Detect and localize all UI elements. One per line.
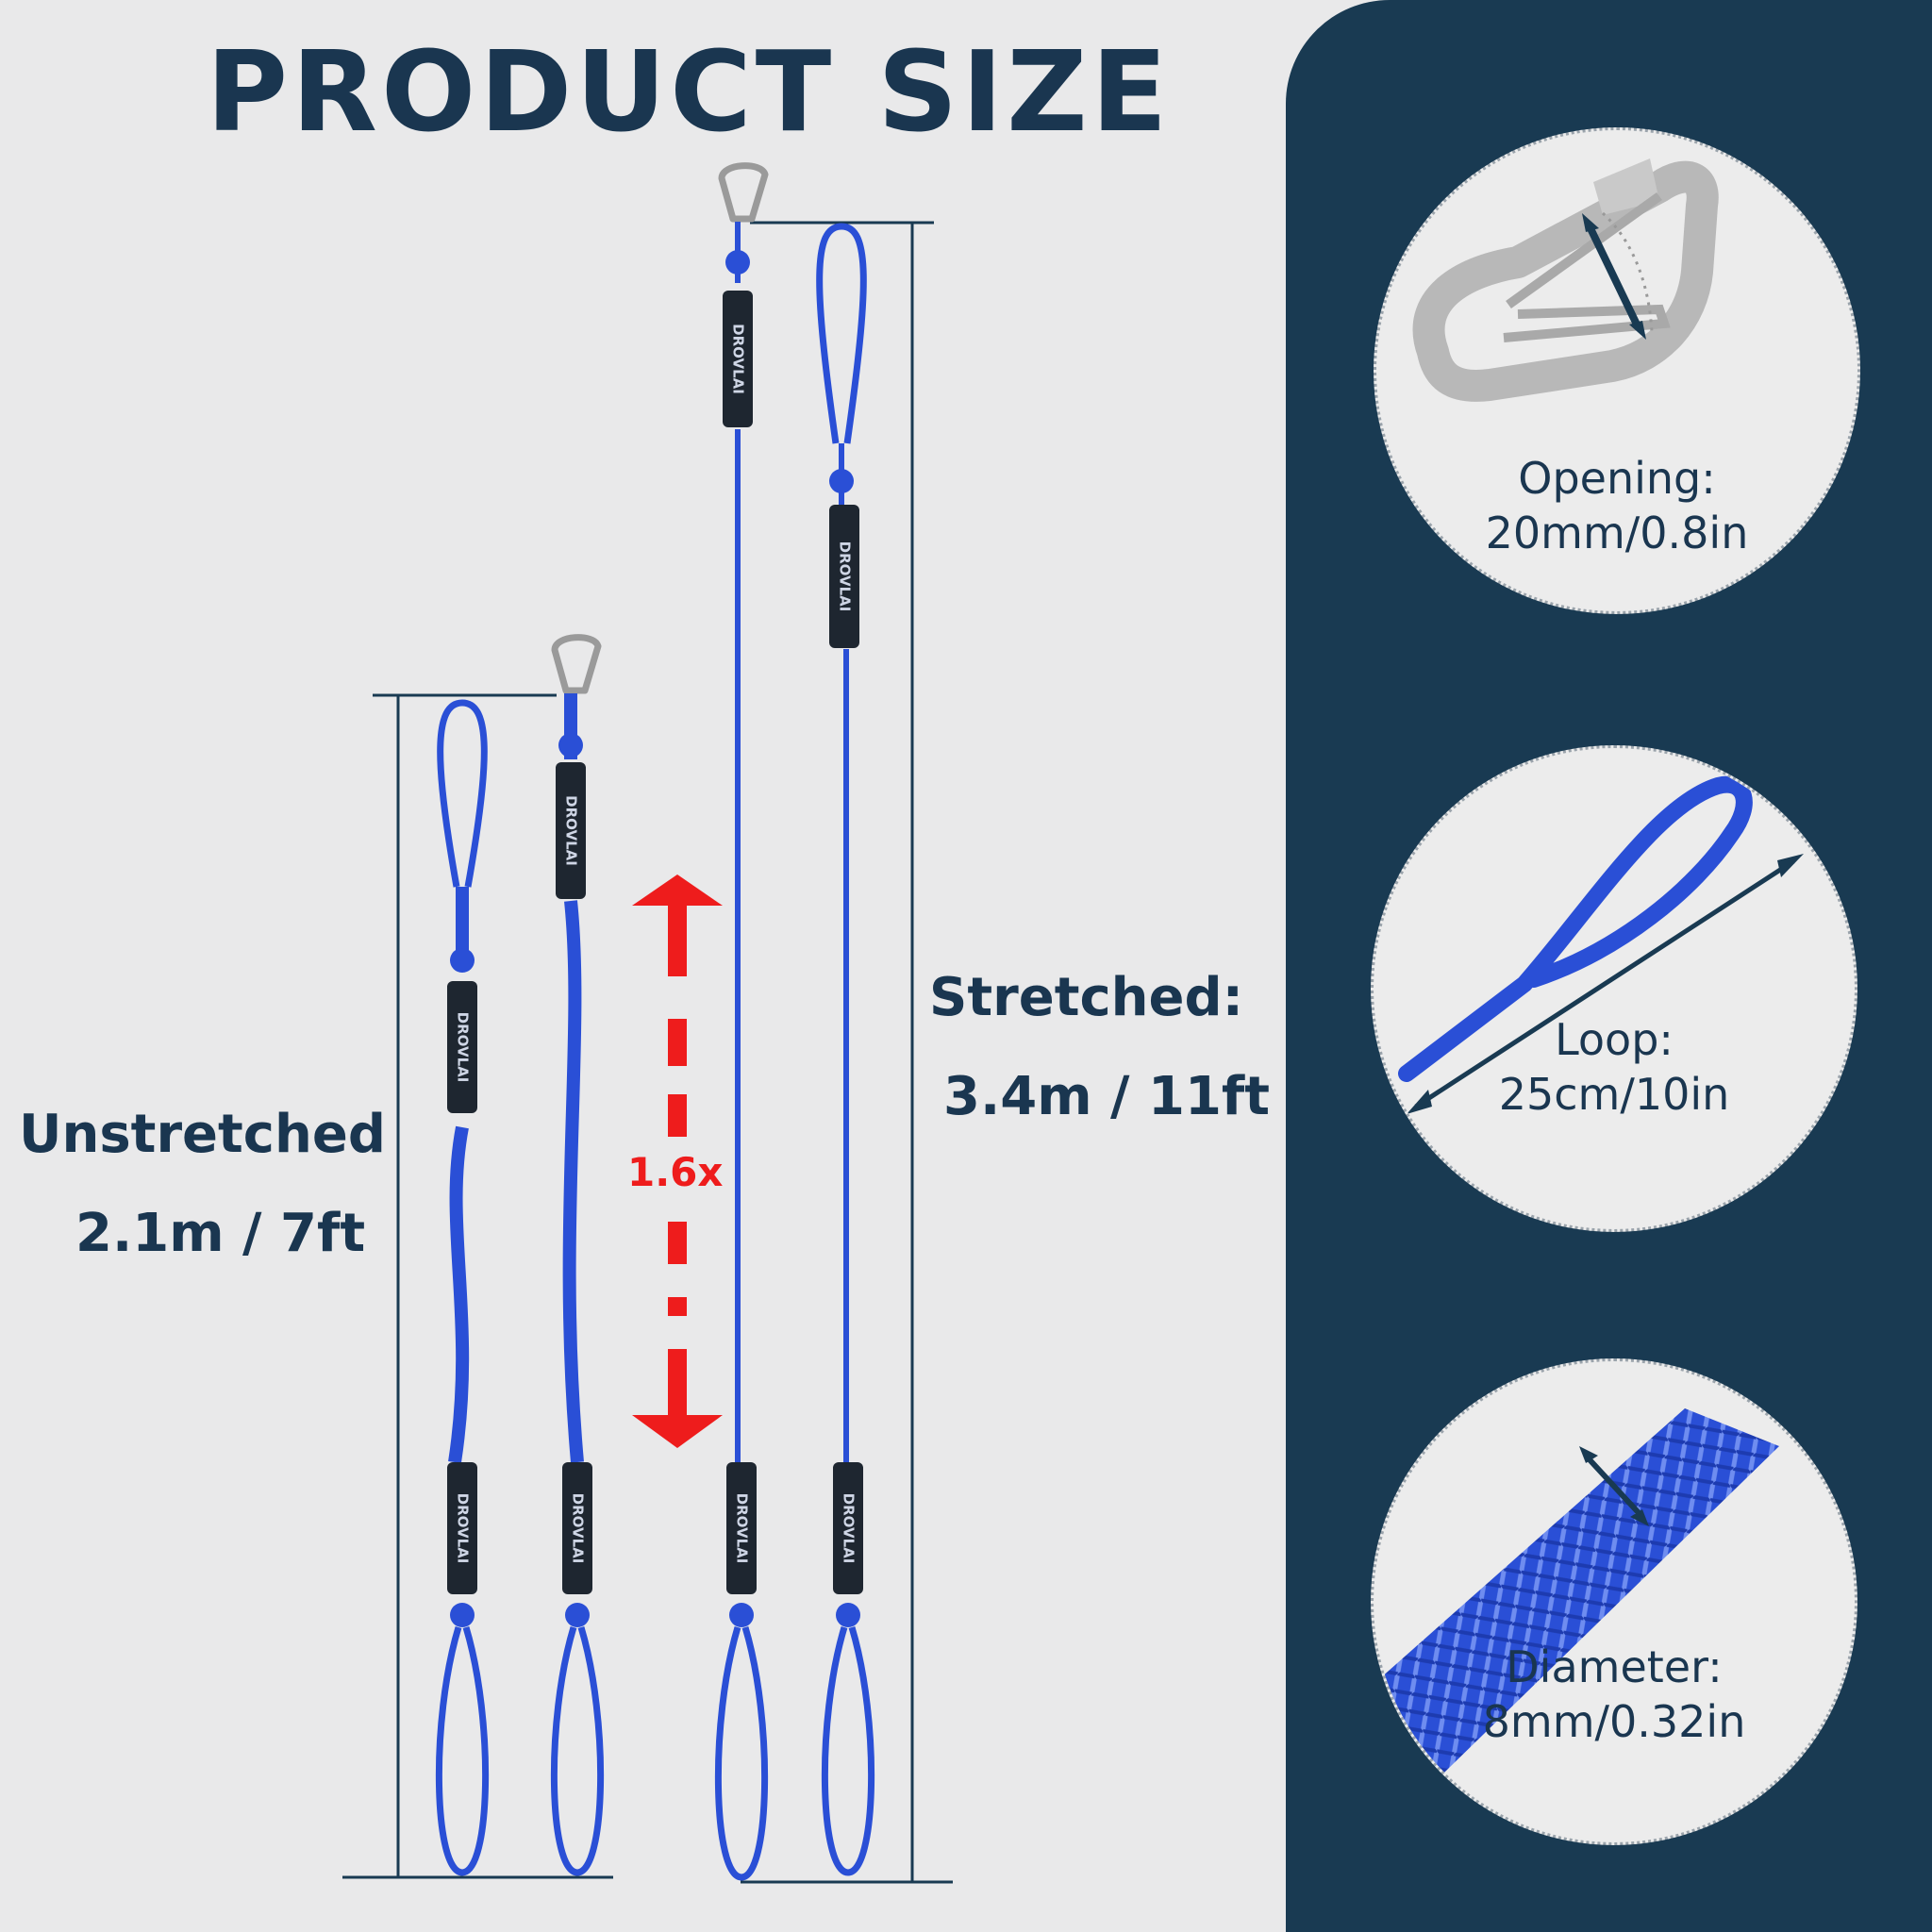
rope2-lower-sleeve <box>562 1462 592 1594</box>
loop-closeup-icon <box>1398 775 1804 1114</box>
stretch-arrow-segment <box>668 1349 687 1415</box>
details-panel: Opening: 20mm/0.8in Loop: 25cm/10in <box>1286 0 1932 1932</box>
loop-value: 25cm/10in <box>1498 1069 1730 1120</box>
rope2-upper-sleeve <box>556 762 586 899</box>
opening-value: 20mm/0.8in <box>1485 508 1749 558</box>
unstretched-label: Unstretched <box>19 1104 386 1165</box>
stretch-ratio-label: 1.6x <box>627 1149 724 1195</box>
rope1-lower-sleeve <box>447 1462 477 1594</box>
stretch-arrow-segment <box>668 1297 687 1316</box>
rope2-lower-knot <box>565 1603 590 1627</box>
opening-name: Opening: <box>1518 453 1716 504</box>
stretched-label: Stretched: <box>929 967 1243 1028</box>
rope3-lower-knot <box>729 1603 754 1627</box>
rope3-lower-sleeve <box>726 1462 757 1594</box>
page-title: PRODUCT SIZE <box>206 26 1172 157</box>
rope1-top-loop <box>437 699 488 888</box>
rope4-top-loop <box>816 223 867 444</box>
rope3-bottom-loop <box>714 1625 769 1881</box>
rope1-lower-knot <box>450 1603 475 1627</box>
rope3-knot <box>725 250 750 275</box>
carabiner-closeup-icon <box>1412 158 1719 402</box>
rope1-bottom-loop <box>435 1625 490 1876</box>
rope2-carabiner-icon <box>551 634 602 694</box>
diameter-name: Diameter: <box>1506 1641 1723 1692</box>
loop-detail-circle: Loop: 25cm/10in <box>1371 745 1857 1232</box>
rope4-bottom-loop <box>821 1625 875 1876</box>
diameter-text: Diameter: 8mm/0.32in <box>1374 1640 1855 1749</box>
stretch-arrow-segment <box>668 1019 687 1066</box>
rope2-knot <box>558 733 583 758</box>
rope4-knot <box>829 469 854 493</box>
rope3-upper-sleeve-brand-text: DROVLAI <box>730 324 747 394</box>
rope2-bottom-loop <box>550 1625 605 1876</box>
opening-detail-circle: Opening: 20mm/0.8in <box>1374 127 1860 614</box>
rope3-lower-sleeve-brand-text: DROVLAI <box>734 1493 751 1564</box>
rope2-lower-sleeve-brand-text: DROVLAI <box>570 1493 587 1564</box>
stretch-arrow-segment <box>668 906 687 976</box>
rope1-upper-sleeve <box>447 981 477 1113</box>
stretch-arrow-down-icon <box>632 1415 723 1448</box>
rope3-carabiner-icon <box>718 162 769 223</box>
diameter-value: 8mm/0.32in <box>1482 1696 1746 1747</box>
opening-text: Opening: 20mm/0.8in <box>1376 451 1857 560</box>
rope-braid-closeup-icon <box>1374 1408 1779 1805</box>
stretched-value: 3.4m / 11ft <box>943 1066 1271 1127</box>
rope2-upper-sleeve-brand-text: DROVLAI <box>563 795 580 866</box>
rope4-upper-sleeve <box>829 505 859 648</box>
rope1-body <box>448 887 470 1464</box>
loop-name: Loop: <box>1555 1014 1674 1065</box>
rope1-upper-sleeve-brand-text: DROVLAI <box>455 1012 472 1083</box>
diameter-detail-circle: Diameter: 8mm/0.32in <box>1371 1358 1857 1845</box>
rope1-lower-sleeve-brand-text: DROVLAI <box>455 1493 472 1564</box>
stretch-arrow-up-icon <box>632 874 723 906</box>
stretch-arrow-segment <box>668 1094 687 1137</box>
stretch-arrow-segment <box>668 1222 687 1264</box>
unstretched-value: 2.1m / 7ft <box>75 1203 366 1264</box>
rope1-knot <box>450 948 475 973</box>
rope4-lower-sleeve <box>833 1462 863 1594</box>
rope3-upper-sleeve <box>723 291 753 427</box>
rope4-upper-sleeve-brand-text: DROVLAI <box>837 541 854 612</box>
loop-text: Loop: 25cm/10in <box>1374 1012 1855 1122</box>
rope4-lower-knot <box>836 1603 860 1627</box>
rope4-lower-sleeve-brand-text: DROVLAI <box>841 1493 858 1564</box>
